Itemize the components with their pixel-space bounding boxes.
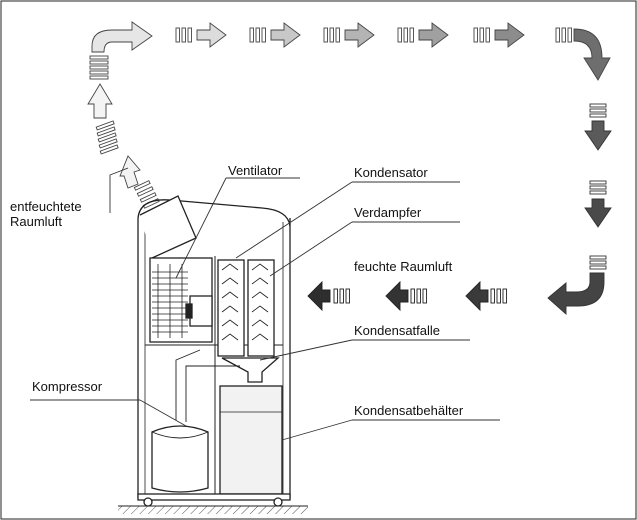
label-entfeuchtete-line1: entfeuchtete (10, 199, 82, 214)
condenser-coil (217, 259, 245, 357)
airflow-up-arrow-1 (87, 83, 119, 155)
label-kondensatfalle: Kondensatfalle (354, 323, 441, 338)
dehumidifier-unit (137, 195, 291, 507)
fan-blades (152, 264, 188, 338)
wheel-right (273, 497, 283, 507)
label-entfeuchtete-line2: Raumluft (10, 214, 63, 229)
coil-fins (221, 263, 269, 341)
unit-lid (137, 199, 291, 227)
airflow-down-arrow-2 (584, 180, 612, 228)
label-leaders (30, 167, 500, 441)
airflow-arrow-1 (175, 22, 227, 48)
airflow-arrow-3 (323, 22, 375, 48)
label-feuchte-raumluft: feuchte Raumluft (354, 259, 453, 274)
condensate-tank (219, 385, 283, 495)
airflow-right-column (547, 103, 612, 316)
airflow-up-arrow-2 (119, 155, 160, 209)
exhaust-duct (139, 195, 197, 259)
airflow-curve-arrow (91, 21, 153, 53)
compressor (151, 425, 209, 493)
evaporator-coil (247, 259, 275, 357)
label-verdampfer: Verdampfer (354, 205, 422, 220)
airflow-left-column (87, 83, 160, 209)
airflow-arrow-2 (249, 22, 301, 48)
airflow-arrow-4 (397, 22, 449, 48)
airflow-stripes (89, 55, 109, 80)
airflow-top-right-curve (555, 27, 611, 81)
airflow-arrow-5 (473, 22, 525, 48)
airflow-middle-row (307, 280, 507, 312)
airflow-left-arrow-1 (465, 280, 507, 312)
airflow-bottom-right-curve (547, 255, 607, 316)
label-kondensator: Kondensator (354, 165, 428, 180)
unit-base (137, 493, 291, 501)
airflow-left-arrow-3 (307, 280, 350, 312)
label-kompressor: Kompressor (32, 379, 103, 394)
floor-hatching (118, 506, 308, 514)
airflow-left-arrow-2 (385, 280, 427, 312)
label-ventilator: Ventilator (228, 163, 283, 178)
wheel-left (143, 497, 153, 507)
condensate-trap (221, 357, 280, 383)
airflow-top-row (89, 21, 611, 81)
label-kondensatbehaelter: Kondensatbehälter (354, 403, 464, 418)
airflow-down-arrow-1 (584, 103, 612, 151)
fan-motor (189, 295, 213, 327)
